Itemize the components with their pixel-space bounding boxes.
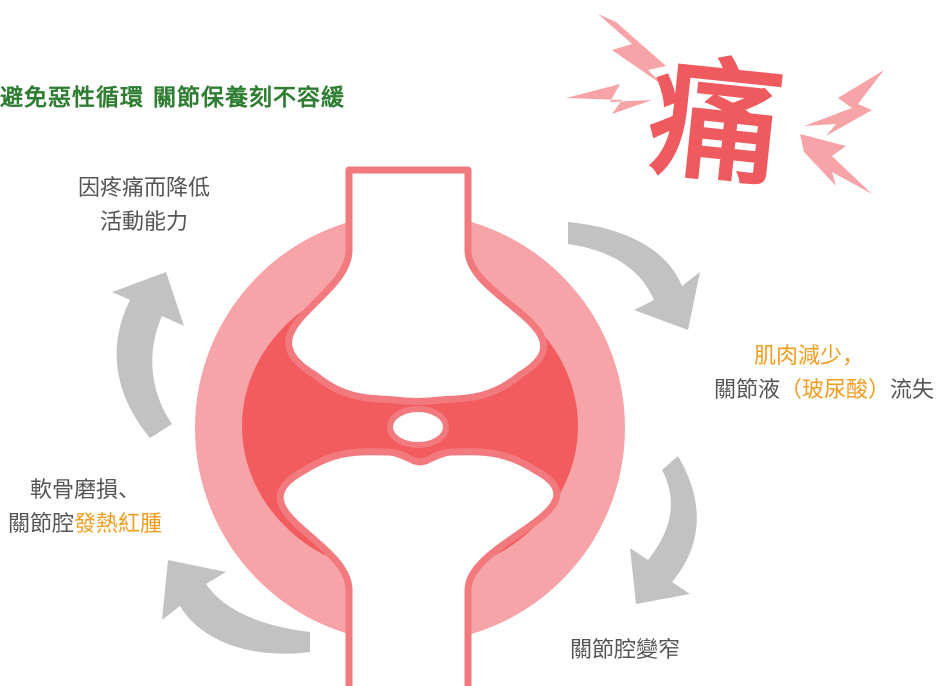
label-reduced-activity: 因疼痛而降低 活動能力 bbox=[78, 172, 210, 240]
label-fluid-loss-line1: 肌肉減少， bbox=[753, 344, 864, 369]
pain-character: 痛 bbox=[642, 40, 789, 207]
label-cartilage-highlight: 發熱紅腫 bbox=[74, 512, 163, 537]
label-narrowing: 關節腔變窄 bbox=[570, 634, 680, 668]
arrow-right-top bbox=[568, 222, 700, 330]
headline: 避免惡性循環 關節保養刻不容緩 bbox=[0, 85, 346, 111]
pain-lightning-right bbox=[800, 134, 872, 194]
pain-lightning-right-top bbox=[804, 70, 884, 136]
label-narrowing-line1: 關節腔變窄 bbox=[570, 638, 681, 663]
pain-lightning-left bbox=[566, 84, 652, 114]
label-cartilage-line2: 關節腔發熱紅腫 bbox=[8, 508, 162, 542]
label-fluid-loss-highlight: （玻尿酸） bbox=[779, 378, 890, 403]
label-reduced-activity-line2: 活動能力 bbox=[100, 210, 189, 235]
label-cartilage: 軟骨磨損、 關節腔發熱紅腫 bbox=[8, 474, 162, 542]
arrow-left-top bbox=[112, 272, 184, 438]
label-fluid-loss-prefix: 關節液 bbox=[713, 378, 780, 403]
lower-bone bbox=[276, 448, 561, 686]
label-reduced-activity-line1: 因疼痛而降低 bbox=[78, 176, 211, 201]
label-cartilage-prefix: 關節腔 bbox=[8, 512, 75, 537]
arrow-left-bottom bbox=[162, 560, 310, 654]
arrow-right-bottom bbox=[630, 456, 697, 604]
pain-lightning-left-top bbox=[598, 14, 666, 86]
label-fluid-loss-line2: 關節液（玻尿酸）流失 bbox=[714, 374, 934, 408]
upper-bone bbox=[285, 166, 548, 405]
label-fluid-loss-suffix: 流失 bbox=[889, 378, 934, 403]
label-cartilage-line1: 軟骨磨損、 bbox=[30, 478, 141, 503]
cartilage-contact bbox=[387, 406, 449, 448]
label-fluid-loss: 肌肉減少， 關節液（玻尿酸）流失 bbox=[714, 340, 934, 408]
